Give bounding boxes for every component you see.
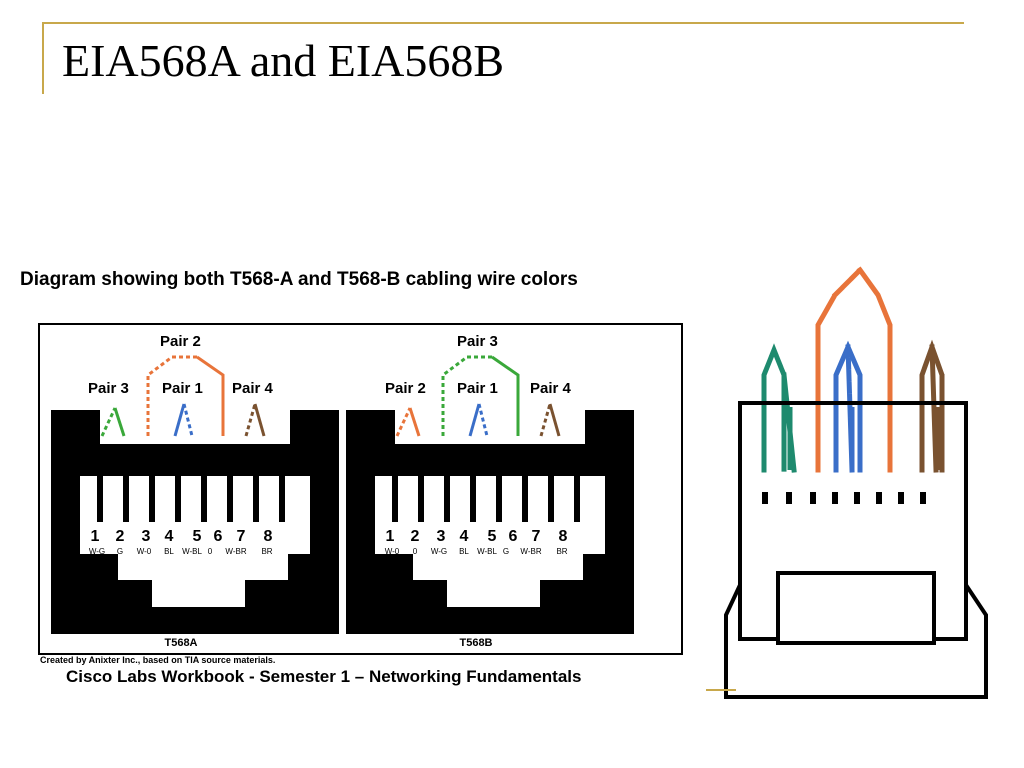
pin-color-code: BL [459,547,469,556]
title-accent-bar [42,22,44,94]
pin-color-code: BL [164,547,174,556]
pin-number: 6 [509,528,518,545]
pair-4-wire [244,403,257,437]
pair-label-right: Pair 4 [530,380,572,397]
jack-contacts [97,476,285,522]
jack-socket [80,476,310,607]
pin-number: 5 [193,528,202,545]
pin-color-code: G [503,547,509,556]
pin-color-code: BR [556,547,567,556]
pin-color-code: G [117,547,123,556]
pin-color-code: 0 [413,547,418,556]
pin-color-code: BR [261,547,272,556]
pair-2-wire [395,407,412,437]
pair-label-right: Pair 4 [232,380,274,397]
pair-label-left: Pair 3 [88,380,129,397]
pair-1-wire [468,403,481,437]
pin-color-code: W-BR [520,547,541,556]
pin-number: 4 [165,528,174,545]
wire-green-pair [761,343,787,473]
pair-label-top: Pair 2 [160,333,201,350]
pin-color-code: W-BL [477,547,497,556]
pin-number: 2 [411,528,420,545]
pin-color-code: W-0 [385,547,400,556]
jack-contacts [392,476,580,522]
pin-color-code: W-G [89,547,105,556]
pair-1-wire [173,403,186,437]
pair-3-wire [100,407,117,437]
pin-color-code: 0 [208,547,213,556]
diagram-credit: Created by Anixter Inc., based on TIA so… [40,655,275,665]
pin-number: 8 [264,528,273,545]
jack-label: T568B [459,637,492,649]
pin-number: 4 [460,528,469,545]
jack-t568a: Pair 2 Pair 3 Pair 1 Pair 4 1 2 3 4 5 6 … [51,333,339,649]
rj45-plug-illustration [710,255,1010,705]
jack-label: T568A [164,637,197,649]
plug-latch-window [776,571,936,645]
diagram-source: Cisco Labs Workbook - Semester 1 – Netwo… [66,667,581,686]
pin-number: 3 [437,528,446,545]
pin-number: 5 [488,528,497,545]
pin-number: 1 [91,528,100,545]
pin-color-code: W-BR [225,547,246,556]
pair-4-wire [539,403,552,437]
pair-label-middle: Pair 1 [457,380,498,397]
wiring-diagram: Diagram showing both T568-A and T568-B c… [20,262,708,692]
pin-number: 7 [237,528,246,545]
pin-color-code: W-G [431,547,447,556]
pin-number: 1 [386,528,395,545]
pair-label-middle: Pair 1 [162,380,203,397]
plug-base [724,583,988,699]
pin-number: 8 [559,528,568,545]
pair-label-left: Pair 2 [385,380,426,397]
plug-contacts [762,492,926,504]
pin-number: 6 [214,528,223,545]
footer-accent-rule [706,689,736,691]
slide-title: EIA568A and EIA568B [62,35,505,86]
pin-color-code: W-BL [182,547,202,556]
jack-socket [375,476,605,607]
pin-number: 3 [142,528,151,545]
title-rule [42,22,964,24]
jack-t568b: Pair 3 Pair 2 Pair 1 Pair 4 1 2 3 4 5 6 … [346,333,634,649]
pair-label-top: Pair 3 [457,333,498,350]
pin-color-code: W-0 [137,547,152,556]
pin-number: 2 [116,528,125,545]
wire-orange-pair [815,266,864,473]
diagram-heading: Diagram showing both T568-A and T568-B c… [20,269,578,290]
pair-2-wire [146,355,197,436]
pin-number: 7 [532,528,541,545]
pair-3-wire [441,355,492,436]
